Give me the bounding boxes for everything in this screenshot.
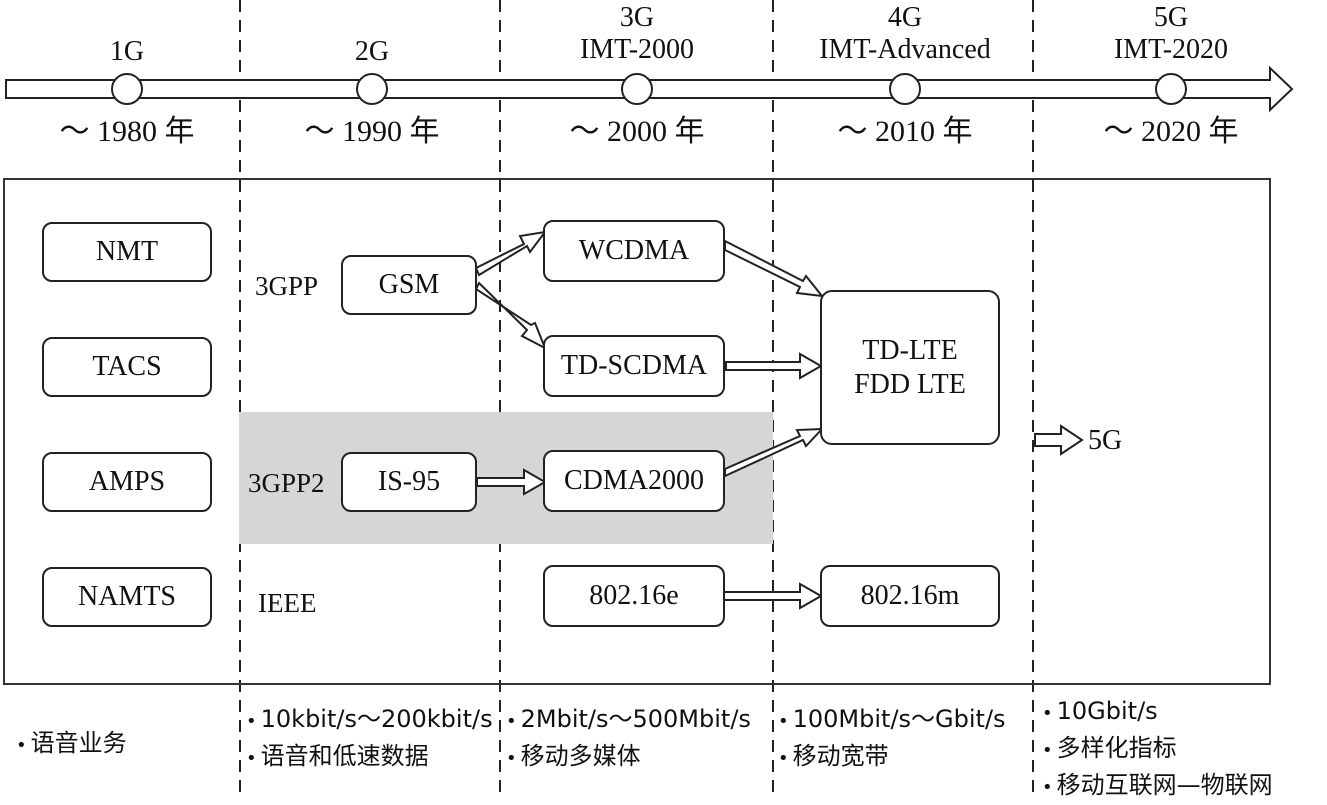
feature-line: •2Mbit/s～500Mbit/s [506,705,751,733]
features-5g: •10Gbit/s •多样化指标 •移动互联网—物联网 [1042,694,1273,805]
timeline-node-5g [1155,73,1187,105]
lte-line-2: FDD LTE [854,368,966,400]
gen-title: 1G [109,36,145,67]
node-nmt: NMT [42,222,212,282]
feature-line: •移动互联网—物联网 [1042,771,1273,799]
node-tdscdma: TD-SCDMA [543,335,725,397]
gen-title: 5G [1153,2,1189,33]
gen-standard: IMT-2020 [1113,34,1229,65]
year-4g: ～ 2010 年 [837,115,973,148]
arrow-to-5g [1034,424,1084,456]
features-2g: •10kbit/s～200kbit/s •语音和低速数据 [246,702,493,776]
gen-title: 2G [354,36,390,67]
gen-label-4g: 4G IMT-Advanced [775,2,1035,66]
arrow-gsm-wcdma [474,230,548,277]
node-lte: TD-LTE FDD LTE [820,290,1000,445]
feature-line: •100Mbit/s～Gbit/s [778,705,1006,733]
node-5g: 5G [1088,425,1123,456]
timeline-node-4g [889,73,921,105]
features-3g: •2Mbit/s～500Mbit/s •移动多媒体 [506,702,751,776]
gen-title: 3G [619,2,655,33]
year-5g: ～ 2020 年 [1103,115,1239,148]
feature-line: •语音和低速数据 [246,742,429,770]
org-3gpp: 3GPP [255,271,319,301]
gen-label-2g: 2G [242,36,502,68]
feature-line: •移动宽带 [778,742,889,770]
gen-standard: IMT-2000 [579,34,695,65]
node-802-16e: 802.16e [543,565,725,627]
org-3gpp2: 3GPP2 [248,468,325,498]
timeline-node-2g [356,73,388,105]
technology-panel [3,178,1271,685]
arrow-cdma2000-lte [724,427,825,478]
timeline-node-3g [621,73,653,105]
arrow-16e-16m [723,582,824,610]
features-1g: •语音业务 [16,726,127,763]
node-gsm: GSM [341,255,477,315]
year-3g: ～ 2000 年 [569,115,705,148]
feature-line: •10kbit/s～200kbit/s [246,705,493,733]
feature-line: •10Gbit/s [1042,697,1158,725]
node-amps: AMPS [42,452,212,512]
gen-label-3g: 3G IMT-2000 [507,2,767,66]
year-1g: ～ 1980 年 [59,115,195,148]
node-wcdma: WCDMA [543,220,725,282]
gen-title: 4G [887,2,923,33]
year-2g: ～ 1990 年 [304,115,440,148]
timeline-node-1g [111,73,143,105]
arrow-wcdma-lte [724,239,825,298]
gen-label-5g: 5G IMT-2020 [1041,2,1301,66]
node-tacs: TACS [42,337,212,397]
node-namts: NAMTS [42,567,212,627]
node-cdma2000: CDMA2000 [543,450,725,512]
arrow-gsm-tdscdma [474,281,547,351]
features-4g: •100Mbit/s～Gbit/s •移动宽带 [778,702,1006,776]
feature-line: •多样化指标 [1042,734,1177,762]
arrow-tdscdma-lte [725,352,824,380]
feature-line: •移动多媒体 [506,742,641,770]
gen-label-1g: 1G [0,36,257,68]
feature-line: •语音业务 [16,729,127,757]
gen-standard: IMT-Advanced [819,34,991,65]
org-ieee: IEEE [258,588,317,618]
node-is95: IS-95 [341,452,477,512]
lte-line-1: TD-LTE [862,334,958,366]
arrow-is95-cdma2000 [476,468,548,496]
node-802-16m: 802.16m [820,565,1000,627]
